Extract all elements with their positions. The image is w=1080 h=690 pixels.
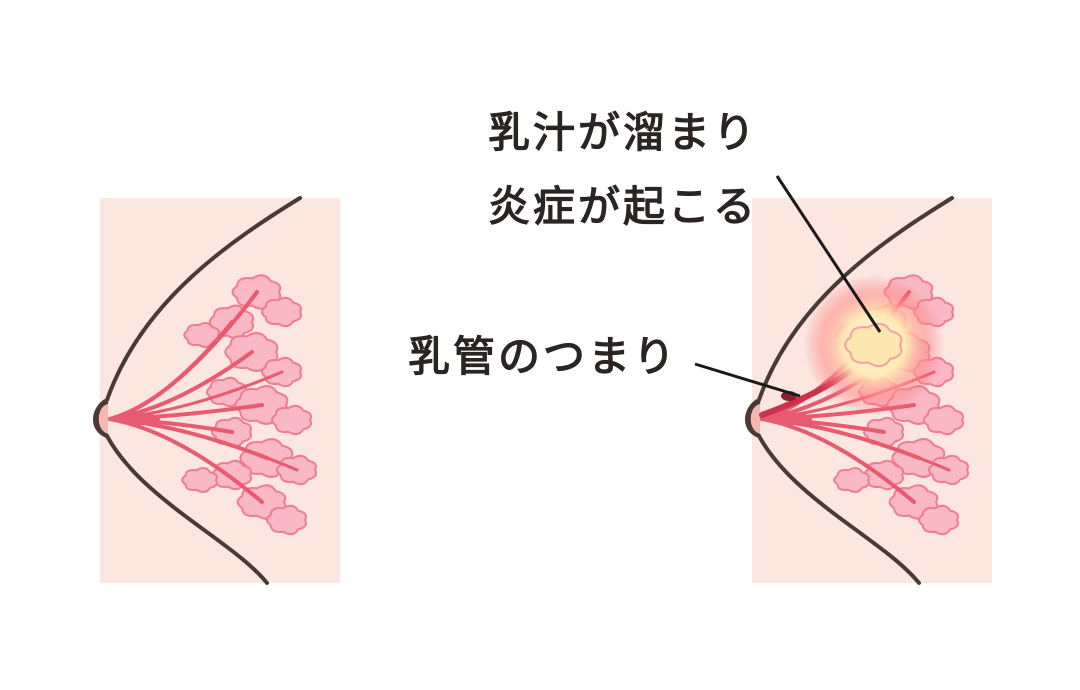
milk-stasis-pointer-line <box>775 175 882 333</box>
normal-breast <box>93 196 340 585</box>
milk-duct <box>760 417 916 504</box>
inflamed-breast <box>745 196 992 585</box>
milk-stasis-label-line1: 乳汁が溜まり <box>488 108 759 157</box>
lobule <box>181 467 218 493</box>
lobule <box>918 504 959 536</box>
duct-blockage-label: 乳管のつまり <box>408 332 679 381</box>
lobule <box>833 467 870 493</box>
inflamed-milk-pool <box>844 322 903 368</box>
duct-blockage-pointer-line <box>694 362 801 398</box>
nipple <box>746 400 761 438</box>
lobule <box>266 504 307 536</box>
ducts-group <box>108 290 299 504</box>
milk-stasis-label-line2: 炎症が起こる <box>488 182 759 231</box>
lobule <box>261 296 302 328</box>
lobule <box>923 404 964 436</box>
duct-sinus <box>776 413 812 425</box>
duct-sinus <box>124 413 160 425</box>
lobule <box>271 404 312 436</box>
nipple <box>94 400 109 438</box>
milk-duct <box>108 417 264 504</box>
